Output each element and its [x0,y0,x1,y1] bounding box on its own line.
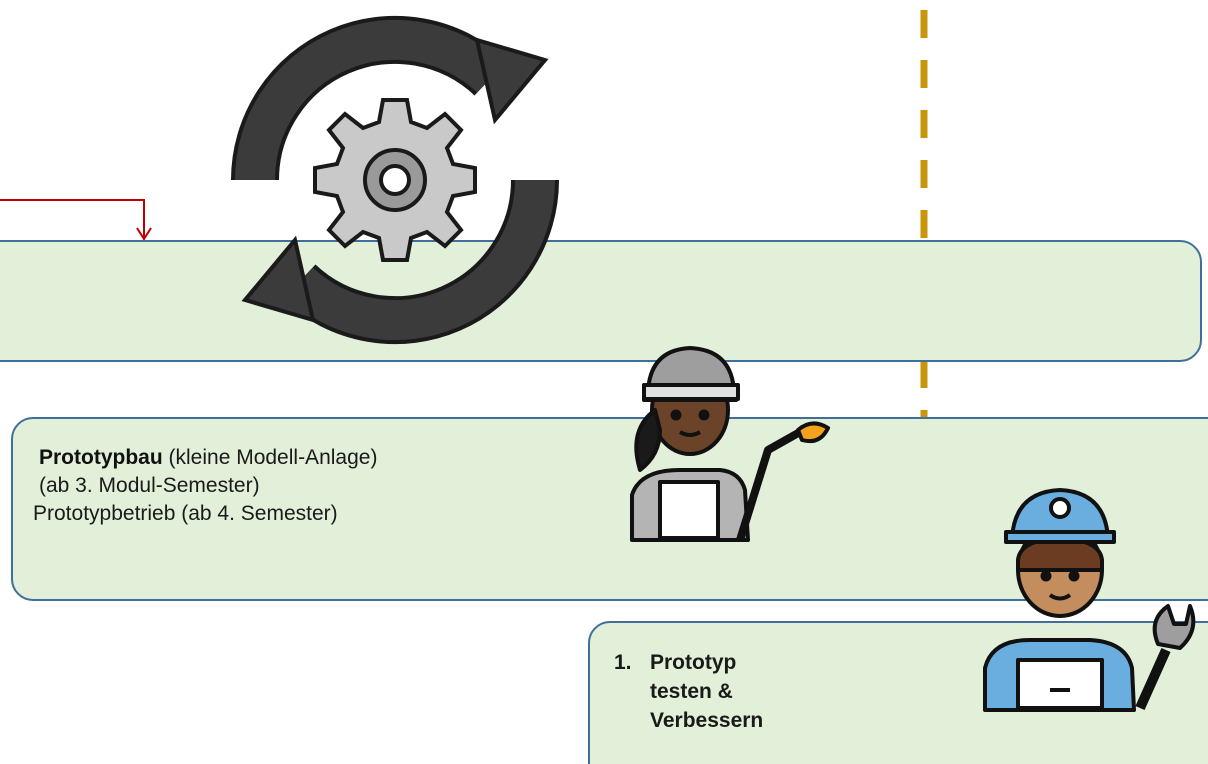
test-item-line1: Prototyp [650,651,737,674]
test-item-line3: Verbessern [650,709,764,732]
top-band-box [0,240,1202,362]
test-item-number: 1. [614,651,632,674]
prototype-line2: (ab 3. Modul-Semester) [39,474,260,497]
prototype-title-rest: (kleine Modell-Anlage) [162,446,378,469]
test-item-line2: testen & [650,680,733,703]
test-item: 1. Prototyp testen & Verbessern [614,648,800,735]
prototype-box [11,417,1208,601]
arrow-head [136,227,152,241]
prototype-title-bold: Prototypbau [39,446,163,469]
connector-arrow [0,199,145,238]
prototype-title: Prototypbau (kleine Modell-Anlage) [39,444,377,472]
prototype-text: Prototypbau (kleine Modell-Anlage) (ab 3… [33,444,377,528]
prototype-line3: Prototypbetrieb (ab 4. Semester) [33,502,338,525]
test-item-text: Prototyp testen & Verbessern [650,648,800,735]
